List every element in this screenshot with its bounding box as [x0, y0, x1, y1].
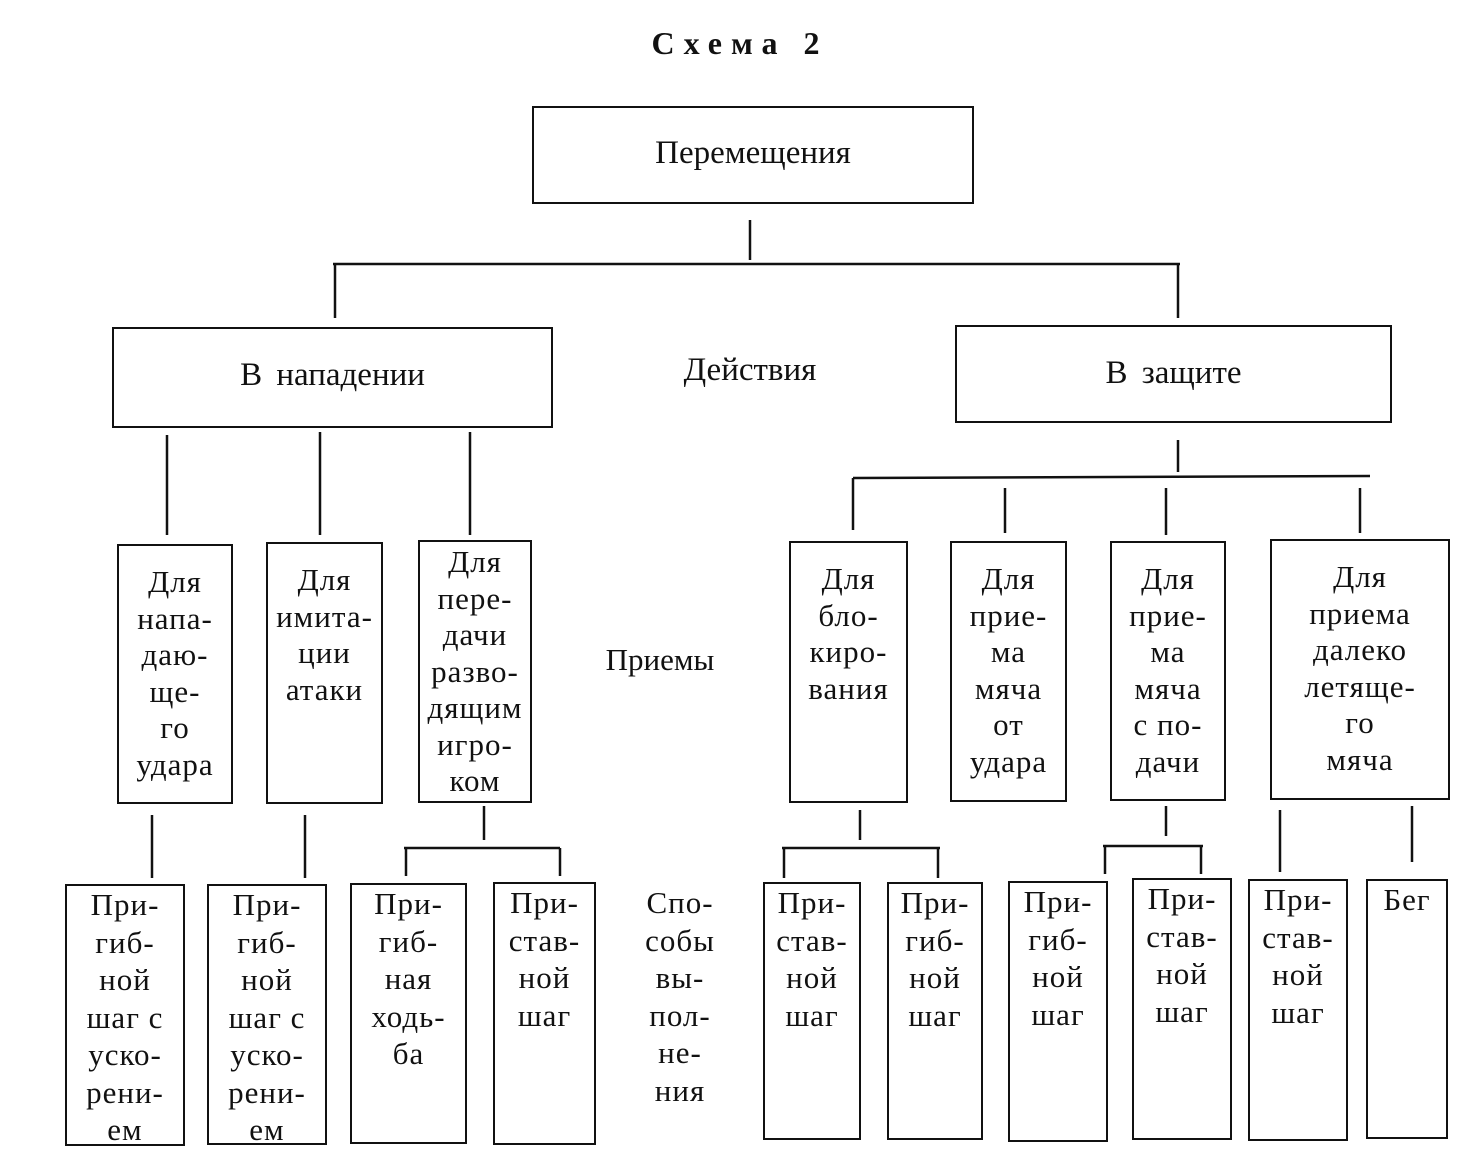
technique-box: Для напа- даю- ще- го удара: [117, 544, 233, 804]
method-box: При- гиб- ной шаг: [1008, 881, 1108, 1142]
technique-label: Для прие- ма мяча от удара: [969, 561, 1048, 779]
defense-label: В защите: [1105, 355, 1242, 391]
method-label: При- гиб- ной шаг: [1023, 884, 1093, 1032]
technique-label: Для прие- ма мяча с по- дачи: [1129, 561, 1207, 779]
method-label: При- став- ной шаг: [508, 885, 581, 1033]
method-box: Бег: [1366, 879, 1448, 1139]
technique-label: Для пере- дачи разво- дящим игро- ком: [427, 544, 523, 798]
connector: [852, 474, 1371, 480]
method-box: При- став- ной шаг: [1132, 878, 1232, 1140]
attack-label: В нападении: [240, 357, 425, 393]
root-box: Перемещения: [532, 106, 974, 204]
techniques-row-label: Приемы: [605, 642, 715, 677]
root-label: Перемещения: [655, 135, 851, 171]
method-box: При- гиб- ной шаг с уско- рени- ем: [207, 884, 327, 1147]
technique-label: Для бло- киро- вания: [808, 561, 889, 706]
method-box: При- став- ной шаг: [493, 882, 596, 1145]
attack-box: В нападении: [112, 327, 553, 428]
method-box: При- гиб- ной шаг: [887, 882, 983, 1140]
method-label: При- став- ной шаг: [1146, 881, 1218, 1029]
method-box: При- гиб- ной шаг с уско- рени- ем: [65, 884, 185, 1147]
technique-box: Для прие- ма мяча от удара: [950, 541, 1067, 802]
technique-box: Для приема далеко летяще- го мяча: [1270, 539, 1450, 800]
technique-label: Для приема далеко летяще- го мяча: [1304, 559, 1416, 777]
method-box: При- гиб- ная ходь- ба: [350, 883, 467, 1144]
method-box: При- став- ной шаг: [1248, 879, 1348, 1141]
method-label: При- гиб- ная ходь- ба: [371, 886, 446, 1071]
method-box: При- став- ной шаг: [763, 882, 861, 1140]
technique-label: Для напа- даю- ще- го удара: [136, 564, 214, 782]
method-label: При- став- ной шаг: [1262, 882, 1334, 1030]
methods-row-label: Спо- собы вы- пол- не- ния: [645, 885, 715, 1108]
technique-box: Для прие- ма мяча с по- дачи: [1110, 541, 1226, 801]
technique-label: Для имита- ции атаки: [276, 562, 373, 707]
actions-row-label: Действия: [683, 352, 817, 388]
diagram-title: Схема 2: [651, 25, 829, 61]
technique-box: Для имита- ции атаки: [266, 542, 383, 804]
method-label: При- гиб- ной шаг с уско- рени- ем: [86, 887, 164, 1147]
method-label: Бег: [1383, 882, 1431, 917]
technique-box: Для бло- киро- вания: [789, 541, 908, 803]
method-label: При- гиб- ной шаг: [900, 885, 970, 1033]
method-label: При- став- ной шаг: [776, 885, 848, 1033]
technique-box: Для пере- дачи разво- дящим игро- ком: [418, 540, 532, 803]
method-label: При- гиб- ной шаг с уско- рени- ем: [228, 887, 306, 1147]
defense-box: В защите: [955, 325, 1392, 423]
